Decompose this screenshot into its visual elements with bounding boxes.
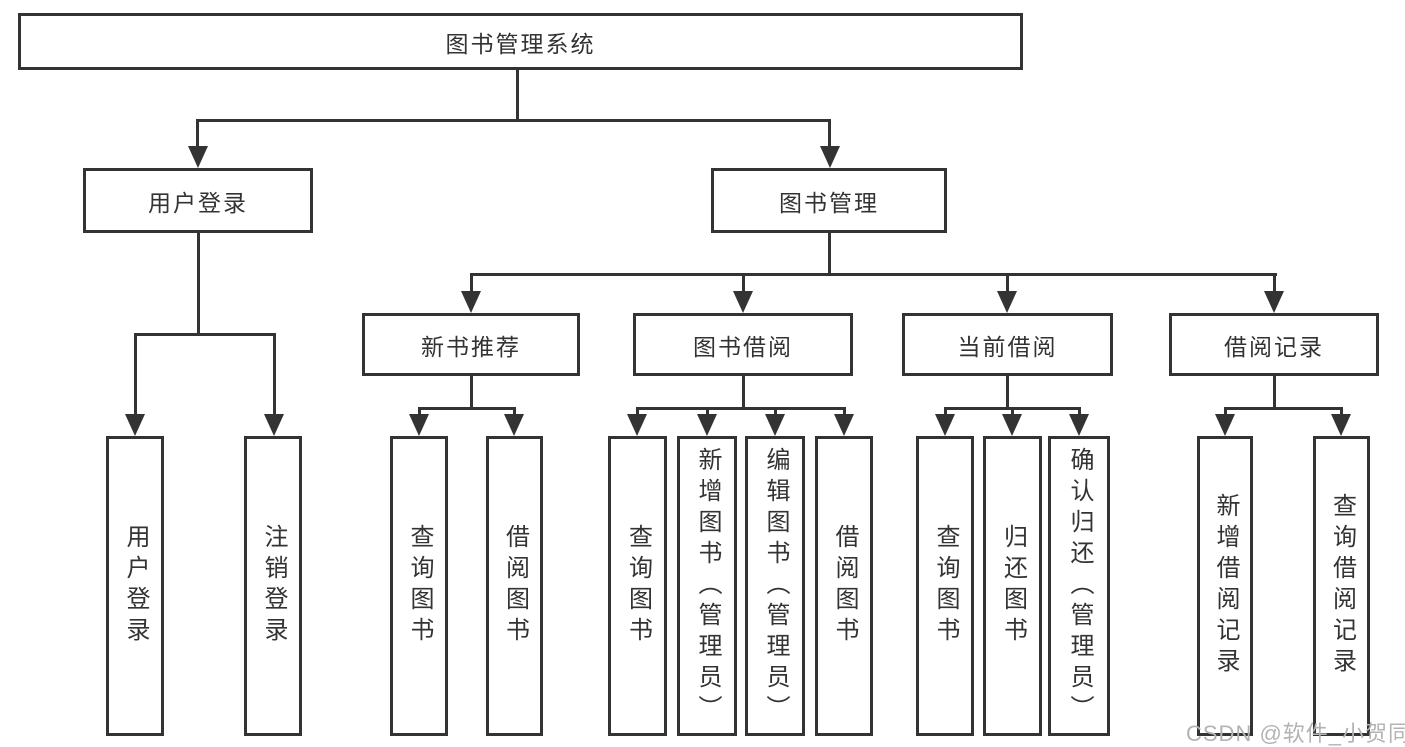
node-label: 图书管理 (779, 189, 879, 216)
node-label: 图书借阅 (693, 333, 793, 360)
leaf-record-add-record: 新增借阅记录 (1197, 436, 1253, 736)
connector-bookmgmt-stub-3 (1006, 273, 1009, 293)
connector-borrow-trunk (742, 376, 745, 407)
connector-recommend-stub-2 (513, 407, 516, 417)
connector-bookmgmt-stub-1 (470, 273, 473, 293)
connector-bookmgmt-trunk (828, 233, 831, 273)
connector-root-stub-right (828, 119, 831, 149)
arrow-down-icon (834, 414, 854, 436)
arrow-down-icon (188, 146, 208, 168)
node-root: 图书管理系统 (18, 13, 1023, 70)
node-label: 用户登录 (148, 189, 248, 216)
node-user-login: 用户登录 (83, 168, 313, 233)
node-new-book-recommend: 新书推荐 (362, 313, 580, 376)
leaf-current-confirm-return-admin: 确认归还（管理员） (1048, 436, 1110, 736)
arrow-down-icon (409, 414, 429, 436)
arrow-down-icon (820, 146, 840, 168)
node-book-management: 图书管理 (711, 168, 947, 233)
arrow-down-icon (1069, 414, 1089, 436)
node-borrow-record: 借阅记录 (1169, 313, 1379, 376)
leaf-label: 新增图书（管理员） (694, 446, 721, 726)
leaf-user-login: 用户登录 (106, 436, 164, 736)
arrow-down-icon (1002, 414, 1022, 436)
leaf-label: 查询图书 (932, 524, 959, 648)
connector-bookmgmt-branch (470, 273, 1277, 276)
leaf-current-query-book: 查询图书 (916, 436, 974, 736)
connector-record-stub-1 (1224, 407, 1227, 417)
node-label: 新书推荐 (421, 333, 521, 360)
connector-userlogin-branch (134, 333, 276, 336)
leaf-borrow-edit-book-admin: 编辑图书（管理员） (745, 436, 805, 736)
connector-borrow-branch (636, 407, 846, 410)
node-label: 借阅记录 (1224, 333, 1324, 360)
leaf-borrow-add-book-admin: 新增图书（管理员） (677, 436, 737, 736)
connector-record-trunk (1273, 376, 1276, 407)
leaf-label: 查询借阅记录 (1328, 493, 1356, 679)
connector-record-branch (1224, 407, 1343, 410)
node-current-borrow: 当前借阅 (902, 313, 1113, 376)
arrow-down-icon (997, 291, 1017, 313)
connector-root-stub-left (196, 119, 199, 149)
csdn-watermark: CSDN @软件_小贺同学 (1186, 721, 1405, 746)
arrow-down-icon (765, 414, 785, 436)
leaf-label: 用户登录 (122, 524, 149, 648)
leaf-label: 借阅图书 (831, 524, 858, 648)
leaf-label: 借阅图书 (501, 524, 529, 648)
leaf-label: 查询图书 (624, 524, 652, 648)
leaf-current-return-book: 归还图书 (983, 436, 1042, 736)
connector-current-stub-2 (1011, 407, 1014, 417)
arrow-down-icon (627, 414, 647, 436)
connector-userlogin-trunk (197, 233, 200, 333)
node-label: 当前借阅 (957, 333, 1058, 360)
connector-recommend-branch (418, 407, 516, 410)
connector-recommend-trunk (470, 376, 473, 407)
connector-bookmgmt-stub-2 (742, 273, 745, 293)
connector-userlogin-stub-2 (273, 333, 276, 417)
arrow-down-icon (504, 414, 524, 436)
arrow-down-icon (697, 414, 717, 436)
connector-borrow-stub-3 (774, 407, 777, 417)
leaf-recommend-borrow-book: 借阅图书 (486, 436, 543, 736)
arrow-down-icon (1331, 414, 1351, 436)
leaf-label: 查询图书 (406, 524, 433, 648)
connector-root-branch (196, 119, 831, 122)
arrow-down-icon (935, 414, 955, 436)
arrow-down-icon (733, 291, 753, 313)
connector-record-stub-2 (1340, 407, 1343, 417)
leaf-label: 新增借阅记录 (1212, 493, 1239, 679)
leaf-label: 归还图书 (999, 524, 1027, 648)
connector-userlogin-stub-1 (134, 333, 137, 417)
connector-borrow-stub-4 (843, 407, 846, 417)
connector-current-trunk (1006, 376, 1009, 407)
leaf-label: 注销登录 (260, 524, 287, 648)
connector-recommend-stub-1 (418, 407, 421, 417)
arrow-down-icon (1264, 291, 1284, 313)
arrow-down-icon (1215, 414, 1235, 436)
arrow-down-icon (125, 414, 145, 436)
connector-bookmgmt-stub-4 (1273, 273, 1276, 293)
arrow-down-icon (461, 291, 481, 313)
node-book-borrow: 图书借阅 (633, 313, 853, 376)
leaf-record-query-record: 查询借阅记录 (1313, 436, 1370, 736)
leaf-borrow-borrow-book: 借阅图书 (815, 436, 873, 736)
leaf-recommend-query-book: 查询图书 (390, 436, 448, 736)
node-label: 图书管理系统 (445, 30, 596, 57)
connector-root-trunk (516, 69, 519, 119)
leaf-label: 确认归还（管理员） (1066, 446, 1093, 726)
leaf-logout: 注销登录 (244, 436, 302, 736)
connector-current-stub-1 (944, 407, 947, 417)
leaf-label: 编辑图书（管理员） (762, 446, 789, 726)
connector-borrow-stub-2 (706, 407, 709, 417)
connector-current-stub-3 (1078, 407, 1081, 417)
leaf-borrow-query-book: 查询图书 (608, 436, 667, 736)
arrow-down-icon (264, 414, 284, 436)
connector-borrow-stub-1 (636, 407, 639, 417)
